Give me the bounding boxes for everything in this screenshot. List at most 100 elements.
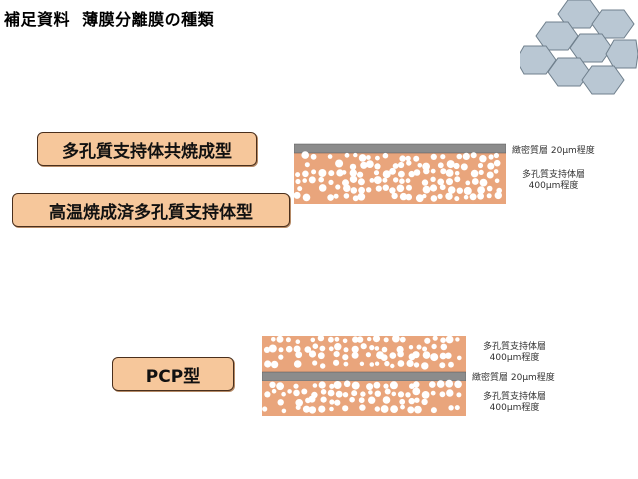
pore xyxy=(327,389,335,397)
pore xyxy=(399,178,405,184)
pore xyxy=(318,184,327,192)
pore xyxy=(319,345,326,352)
page-title: 補足資料 薄膜分離膜の種類 xyxy=(4,10,215,29)
pore xyxy=(405,155,411,162)
pore xyxy=(262,406,268,412)
pore xyxy=(352,195,359,202)
pore xyxy=(493,152,499,159)
support-layer-label: 多孔質支持体層 400μm程度 xyxy=(522,170,586,191)
pore xyxy=(397,391,405,398)
pore xyxy=(478,169,484,175)
pore xyxy=(374,406,380,412)
pore xyxy=(308,350,317,358)
pore xyxy=(430,153,437,160)
pore xyxy=(479,178,488,187)
hexagon-decoration xyxy=(520,0,638,95)
pore xyxy=(486,185,493,192)
pore xyxy=(333,351,340,358)
pore xyxy=(335,184,341,190)
pore xyxy=(447,186,456,194)
pore xyxy=(454,196,460,202)
pore xyxy=(421,398,428,406)
pore xyxy=(383,337,389,343)
pore xyxy=(445,192,453,200)
pore xyxy=(408,345,414,350)
pore xyxy=(329,399,335,405)
pore xyxy=(264,391,271,398)
pore xyxy=(302,193,311,202)
pore xyxy=(455,337,460,342)
pore xyxy=(439,391,446,398)
pore xyxy=(302,178,307,183)
pore xyxy=(287,389,292,394)
pore xyxy=(445,379,454,388)
pore xyxy=(486,171,494,179)
high-temp-sintered-type-box: 高温焼成済多孔質支持体型 xyxy=(12,193,290,227)
pore xyxy=(295,339,301,344)
pore xyxy=(304,162,310,168)
pore xyxy=(382,396,391,404)
pore xyxy=(413,155,420,162)
pore xyxy=(445,352,452,359)
pore xyxy=(320,363,326,369)
pore xyxy=(408,170,415,178)
pore xyxy=(365,352,371,358)
pore xyxy=(439,362,446,369)
pcp-dense-layer-label: 緻密質層 20μm程度 xyxy=(472,373,555,383)
pore xyxy=(297,186,303,192)
pore xyxy=(302,170,309,178)
pore xyxy=(477,192,484,200)
pore xyxy=(336,169,344,177)
pore xyxy=(268,344,277,353)
pore xyxy=(400,404,405,410)
pore xyxy=(295,399,303,407)
pore xyxy=(271,388,277,394)
pore xyxy=(405,178,411,184)
pore xyxy=(304,346,312,353)
pore xyxy=(430,353,439,362)
pore xyxy=(318,169,327,177)
pore xyxy=(487,162,495,170)
pore xyxy=(389,352,397,359)
pore xyxy=(308,406,317,414)
pore xyxy=(269,381,276,388)
pore xyxy=(351,345,359,353)
dense-layer xyxy=(294,143,506,154)
pore xyxy=(429,381,436,388)
pore xyxy=(352,336,359,343)
pore xyxy=(392,336,400,343)
pore xyxy=(310,153,317,160)
pore xyxy=(350,187,358,194)
pore xyxy=(470,152,477,159)
pore xyxy=(422,346,428,352)
pore xyxy=(278,354,284,360)
pore xyxy=(414,397,420,403)
pore xyxy=(343,184,351,192)
pore xyxy=(397,360,405,367)
pore xyxy=(312,360,318,366)
pore xyxy=(329,383,335,389)
pore xyxy=(454,171,460,176)
pore xyxy=(399,398,406,405)
pore xyxy=(415,194,424,203)
pore xyxy=(440,337,446,343)
pore xyxy=(412,387,421,396)
pore xyxy=(342,338,348,344)
pore xyxy=(494,178,500,184)
pore xyxy=(276,336,284,343)
pore xyxy=(399,192,408,201)
pore xyxy=(445,336,454,344)
pore xyxy=(486,193,492,199)
pore xyxy=(318,405,326,413)
pore xyxy=(417,163,423,168)
pore xyxy=(358,154,367,162)
pore xyxy=(479,155,487,163)
pore xyxy=(318,176,324,183)
pore xyxy=(398,170,405,178)
pore xyxy=(343,361,349,367)
pore xyxy=(390,363,395,369)
membrane-diagram-single xyxy=(294,143,506,204)
pore xyxy=(367,336,372,342)
pore xyxy=(311,169,317,175)
pore xyxy=(333,193,339,199)
